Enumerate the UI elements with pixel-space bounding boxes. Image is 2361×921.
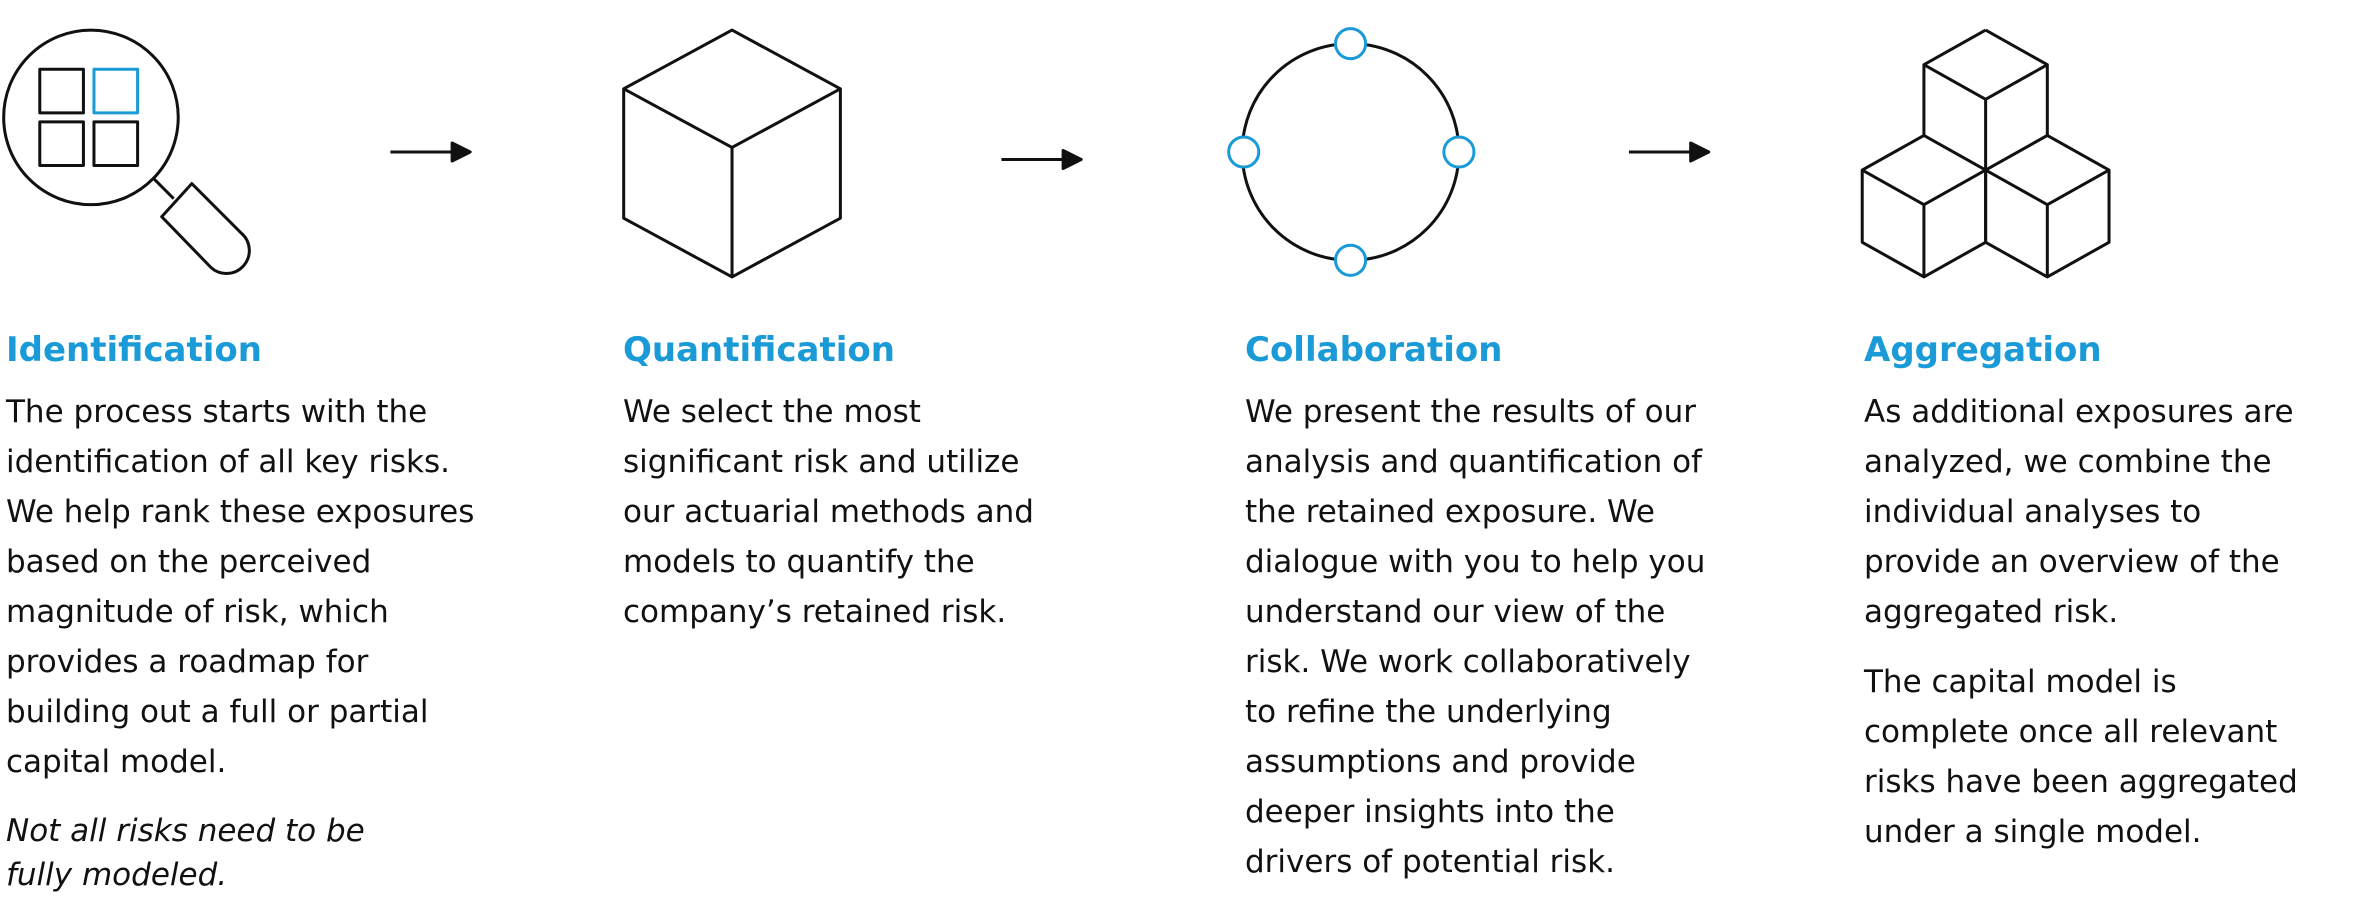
text-line: capital model. <box>6 744 227 780</box>
step-title: Quantification <box>623 330 895 370</box>
text-line: risks have been aggregated <box>1864 764 2298 800</box>
magnifier-icon <box>2 28 251 275</box>
note-line: fully modeled. <box>6 857 228 893</box>
text-line: provides a roadmap for <box>6 644 369 680</box>
text-line: provide an overview of the <box>1864 544 2280 580</box>
arrow-icon <box>390 141 472 163</box>
text-line: analysis and quantification of <box>1245 444 1702 480</box>
text-line: The capital model is <box>1864 664 2177 700</box>
text-line: analyzed, we combine the <box>1864 444 2272 480</box>
text-line: The process starts with the <box>6 394 428 430</box>
step-identification: Identification The process starts with t… <box>6 325 474 897</box>
step-description: We present the results of our analysis a… <box>1245 387 1705 887</box>
cycle-circle-icon <box>1227 27 1476 277</box>
text-line: assumptions and provide <box>1245 744 1636 780</box>
step-quantification: Quantification We select the most signif… <box>623 325 1034 637</box>
text-line: dialogue with you to help you <box>1245 544 1706 580</box>
step-collaboration: Collaboration We present the results of … <box>1245 325 1705 887</box>
step-description-2: The capital model is complete once all r… <box>1864 657 2298 857</box>
text-line: company’s retained risk. <box>623 594 1007 630</box>
text-line: drivers of potential risk. <box>1245 844 1616 880</box>
text-line: aggregated risk. <box>1864 594 2119 630</box>
text-line: the retained exposure. We <box>1245 494 1655 530</box>
text-line: building out a full or partial <box>6 694 429 730</box>
cube-icon <box>622 28 842 279</box>
step-description: The process starts with the identificati… <box>6 387 474 787</box>
text-line: models to quantify the <box>623 544 975 580</box>
stacked-cubes-icon <box>1860 28 2111 279</box>
text-line: deeper insights into the <box>1245 794 1615 830</box>
step-aggregation: Aggregation As additional exposures are … <box>1864 325 2298 857</box>
text-line: We present the results of our <box>1245 394 1696 430</box>
text-line: identification of all key risks. <box>6 444 450 480</box>
step-description: We select the most significant risk and … <box>623 387 1034 637</box>
text-line: We select the most <box>623 394 921 430</box>
note-line: Not all risks need to be <box>6 813 365 849</box>
text-line: individual analyses to <box>1864 494 2202 530</box>
arrow-icon <box>1628 141 1711 163</box>
arrow-icon <box>1001 148 1083 171</box>
text-line: our actuarial methods and <box>623 494 1034 530</box>
text-line: understand our view of the <box>1245 594 1666 630</box>
step-note: Not all risks need to be fully modeled. <box>6 809 474 897</box>
text-line: As additional exposures are <box>1864 394 2294 430</box>
text-line: under a single model. <box>1864 814 2202 850</box>
step-title: Collaboration <box>1245 330 1503 370</box>
step-title: Identification <box>6 330 262 370</box>
text-line: to refine the underlying <box>1245 694 1612 730</box>
step-description: As additional exposures are analyzed, we… <box>1864 387 2298 637</box>
step-title: Aggregation <box>1864 330 2102 370</box>
text-line: based on the perceived <box>6 544 372 580</box>
text-line: We help rank these exposures <box>6 494 475 530</box>
text-line: complete once all relevant <box>1864 714 2278 750</box>
text-line: risk. We work collaboratively <box>1245 644 1691 680</box>
text-line: significant risk and utilize <box>623 444 1020 480</box>
text-line: magnitude of risk, which <box>6 594 389 630</box>
